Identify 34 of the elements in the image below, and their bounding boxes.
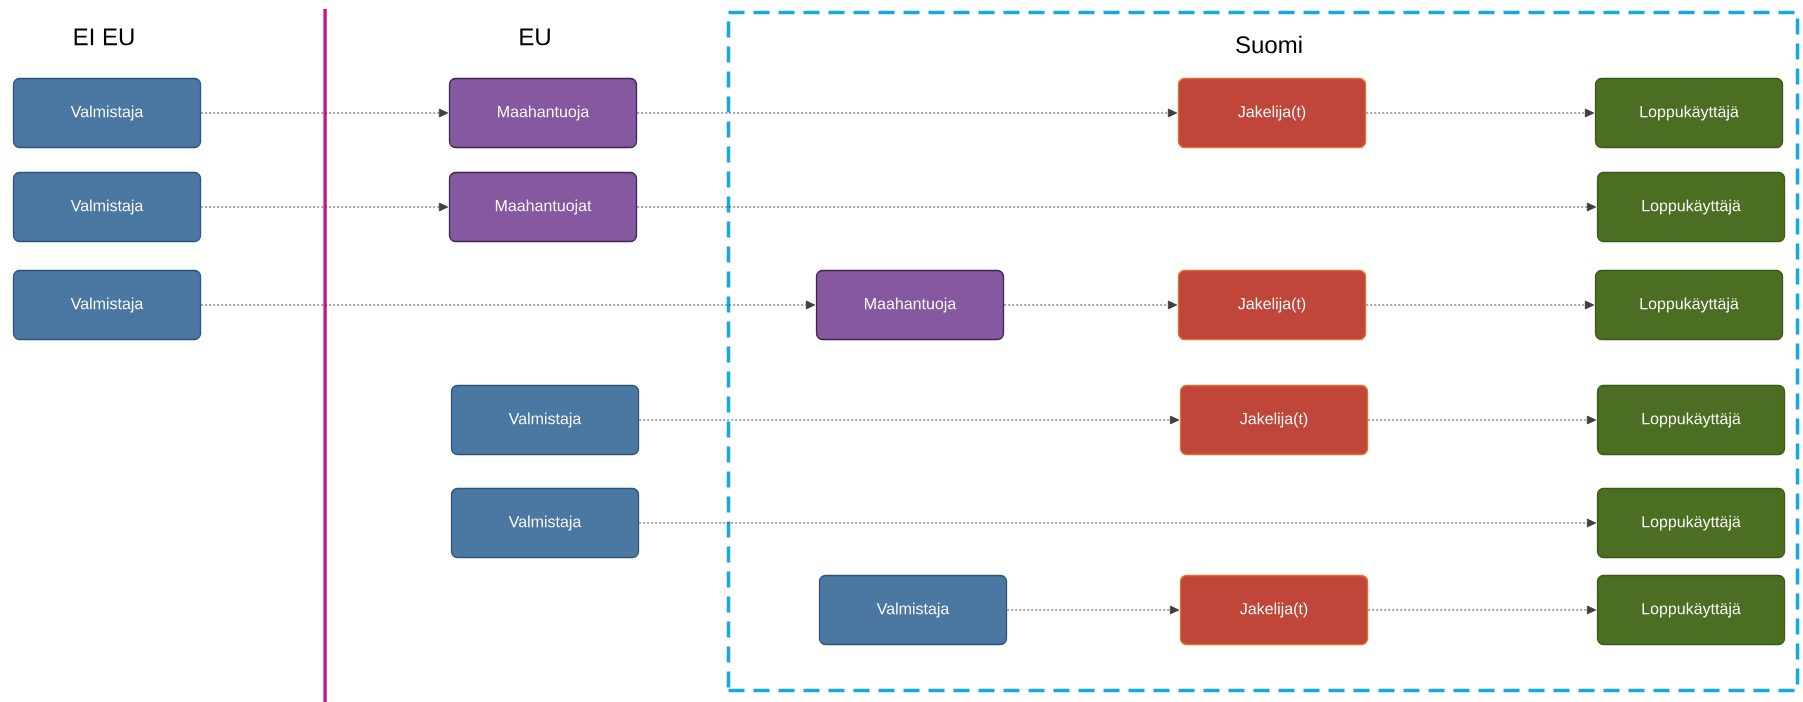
end-user-box: Loppukäyttäjä bbox=[1596, 384, 1786, 456]
manufacturer-box: Valmistaja bbox=[12, 269, 202, 341]
arrow bbox=[1006, 605, 1180, 615]
manufacturer-box: Valmistaja bbox=[12, 171, 202, 243]
arrow bbox=[638, 518, 1597, 528]
arrow bbox=[638, 415, 1180, 425]
region-heading: EU bbox=[520, 28, 550, 46]
arrow bbox=[1365, 300, 1595, 310]
arrow bbox=[1367, 605, 1597, 615]
end-user-box: Loppukäyttäjä bbox=[1596, 171, 1786, 243]
importer-box: Maahantuoja bbox=[815, 269, 1005, 341]
arrow bbox=[1003, 300, 1178, 310]
arrow bbox=[636, 108, 1178, 118]
manufacturer-box: Valmistaja bbox=[818, 574, 1008, 646]
end-user-box: Loppukäyttäjä bbox=[1594, 269, 1784, 341]
distributor-box: Jakelija(t) bbox=[1177, 77, 1367, 149]
arrow bbox=[200, 300, 816, 310]
end-user-box: Loppukäyttäjä bbox=[1594, 77, 1784, 149]
importer-box: Maahantuoja bbox=[448, 77, 638, 149]
arrow bbox=[200, 108, 449, 118]
end-user-box: Loppukäyttäjä bbox=[1596, 487, 1786, 559]
manufacturer-box: Valmistaja bbox=[450, 487, 640, 559]
arrow bbox=[636, 202, 1597, 212]
arrow bbox=[1365, 108, 1595, 118]
distributor-box: Jakelija(t) bbox=[1179, 384, 1369, 456]
distributor-box: Jakelija(t) bbox=[1179, 574, 1369, 646]
manufacturer-box: Valmistaja bbox=[450, 384, 640, 456]
importer-box: Maahantuojat bbox=[448, 171, 638, 243]
distributor-box: Jakelija(t) bbox=[1177, 269, 1367, 341]
manufacturer-box: Valmistaja bbox=[12, 77, 202, 149]
arrow bbox=[200, 202, 449, 212]
region-heading: EI EU bbox=[74, 28, 134, 46]
end-user-box: Loppukäyttäjä bbox=[1596, 574, 1786, 646]
arrow bbox=[1367, 415, 1597, 425]
